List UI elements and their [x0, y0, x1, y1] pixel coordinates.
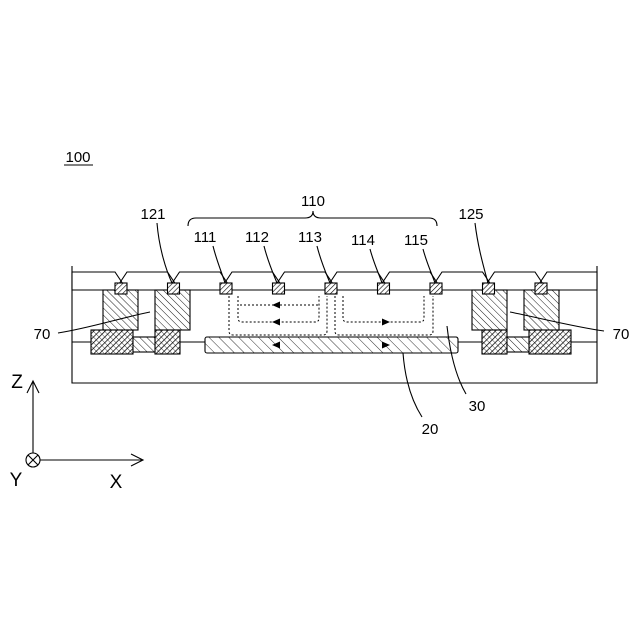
layer-20-bar [205, 337, 458, 353]
cover-segment [72, 272, 121, 290]
cover-segment [174, 272, 227, 290]
label-121: 121 [140, 206, 165, 223]
pillar-left-outer [103, 290, 138, 330]
arrow-left-icon [272, 302, 280, 309]
cover-segment [541, 272, 597, 290]
pillar-left-inner [155, 290, 190, 330]
y-axis-cross-icon [28, 455, 38, 465]
label-70-right: 70 [613, 326, 630, 343]
connector-right [507, 337, 529, 352]
electrode-112 [273, 283, 285, 294]
electrode-125 [483, 283, 495, 294]
field-line-left-outer [229, 296, 327, 335]
electrode-114 [378, 283, 390, 294]
cover-segment [489, 272, 542, 290]
support-70-left [91, 290, 190, 354]
cover-segment [279, 272, 332, 290]
x-axis-label: X [110, 472, 123, 493]
z-axis-label: Z [11, 372, 23, 393]
label-111: 111 [194, 229, 217, 246]
label-20: 20 [422, 421, 439, 438]
pillar-right-outer [524, 290, 559, 330]
label-125: 125 [458, 206, 483, 223]
cover-segment [121, 272, 174, 290]
cover-segment [226, 272, 279, 290]
coordinate-axes: Z Y X [10, 372, 143, 493]
base-left-outer [91, 330, 133, 354]
electrode-111 [220, 283, 232, 294]
label-112: 112 [245, 229, 269, 246]
label-115: 115 [404, 232, 428, 249]
field-line-left-inner [238, 296, 319, 322]
electrode-outer-left [115, 283, 127, 294]
figure-number: 100 [65, 149, 90, 166]
cover-segment [331, 272, 384, 290]
field-line-right-inner [343, 296, 424, 322]
electrode-outer-right [535, 283, 547, 294]
arrow-right-icon [382, 319, 390, 326]
label-30: 30 [469, 398, 486, 415]
cover-segment [384, 272, 437, 290]
pillar-right-inner [472, 290, 507, 330]
base-left-inner [155, 330, 180, 354]
electrode-group-brace [188, 211, 437, 226]
leader-30 [447, 326, 466, 394]
label-110: 110 [301, 193, 325, 210]
cover-segment [436, 272, 489, 290]
base-right-inner [482, 330, 507, 354]
field-line-right-outer [335, 296, 433, 335]
leader-lines [58, 223, 604, 417]
electrode-113 [325, 283, 337, 294]
label-70-left: 70 [34, 326, 51, 343]
y-axis-label: Y [10, 470, 23, 491]
connector-left [133, 337, 155, 352]
base-right-outer [529, 330, 571, 354]
electrode-121 [168, 283, 180, 294]
label-114: 114 [351, 232, 375, 249]
leader-20 [403, 353, 422, 417]
arrow-left-icon [272, 319, 280, 326]
electrode-115 [430, 283, 442, 294]
label-113: 113 [298, 229, 322, 246]
electrodes [115, 283, 547, 294]
